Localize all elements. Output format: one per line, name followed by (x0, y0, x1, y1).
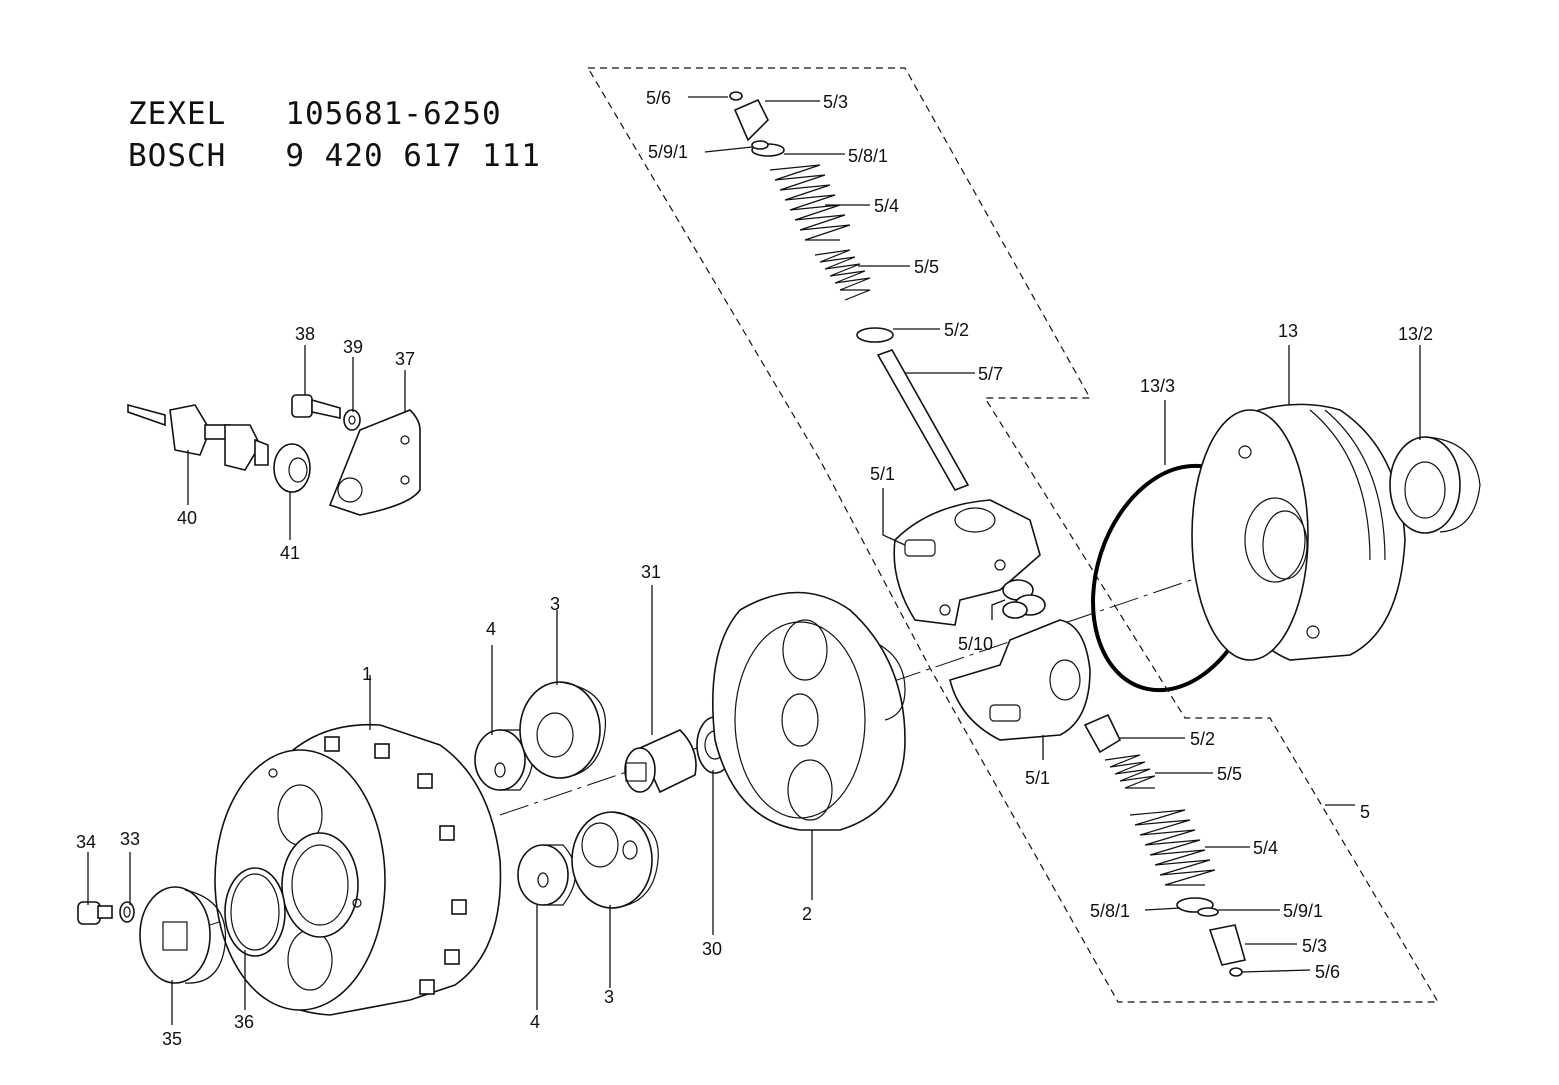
label-35: 35 (162, 1029, 182, 1049)
label-36: 36 (234, 1012, 254, 1032)
callout-labels: 1 2 3 3 4 4 5 5/1 5/1 5/2 5/2 5/3 5/3 5/… (76, 88, 1433, 1049)
fitting-part-40 (127, 403, 269, 471)
label-5-4-lower: 5/4 (1253, 838, 1278, 858)
label-40: 40 (177, 508, 197, 528)
o-ring-part-36 (224, 867, 286, 957)
leader-lines (87, 96, 1421, 1025)
label-5-5-upper: 5/5 (914, 257, 939, 277)
assembly-5-boundary (586, 67, 1440, 1003)
clip-part-5-6-upper (729, 91, 743, 101)
label-3-lower: 3 (604, 987, 614, 1007)
label-5-8-1-lower: 5/8/1 (1090, 901, 1130, 921)
valve-stack-lower (1083, 713, 1247, 977)
label-34: 34 (76, 832, 96, 852)
pump-half-part-5-1-lower (949, 619, 1091, 741)
label-41: 41 (280, 543, 300, 563)
label-31: 31 (641, 562, 661, 582)
label-3-upper: 3 (550, 594, 560, 614)
zexel-part-number-line: ZEXEL 105681-6250 (128, 96, 502, 132)
label-5-2-upper: 5/2 (944, 320, 969, 340)
label-4-lower: 4 (530, 1012, 540, 1032)
label-5-1-upper: 5/1 (870, 464, 895, 484)
label-13-2: 13/2 (1398, 324, 1433, 344)
shim-part-5-9-1-lower (1197, 907, 1219, 917)
label-5-3-upper: 5/3 (823, 92, 848, 112)
retainer-part-5-2-upper (856, 327, 894, 343)
label-5: 5 (1360, 802, 1370, 822)
zexel-number: 105681-6250 (285, 96, 502, 132)
label-5-9-1-upper: 5/9/1 (648, 142, 688, 162)
label-5-10: 5/10 (958, 634, 993, 654)
washer-part-39 (343, 409, 361, 431)
sleeve-part-31 (624, 729, 697, 794)
cap-part-35 (139, 886, 227, 984)
cam-ring-part-2 (712, 591, 906, 831)
label-5-4-upper: 5/4 (874, 196, 899, 216)
pump-half-part-5-1-upper (893, 499, 1041, 626)
clip-part-5-6-lower (1229, 967, 1243, 977)
rod-part-5-7 (876, 349, 970, 491)
label-39: 39 (343, 337, 363, 357)
label-37: 37 (395, 349, 415, 369)
label-13-3: 13/3 (1140, 376, 1175, 396)
label-5-6-lower: 5/6 (1315, 962, 1340, 982)
seat-part-5-3-upper (733, 98, 769, 142)
roller-part-4-lower (517, 844, 576, 906)
label-5-7: 5/7 (978, 364, 1003, 384)
label-5-1-lower: 5/1 (1025, 768, 1050, 788)
label-2: 2 (802, 904, 812, 924)
washer-part-33 (119, 901, 135, 923)
bosch-number: 9 420 617 111 (285, 138, 541, 174)
label-5-6-upper: 5/6 (646, 88, 671, 108)
zexel-label: ZEXEL (128, 96, 227, 132)
label-38: 38 (295, 324, 315, 344)
valve-stack-upper (729, 91, 970, 491)
label-5-8-1-upper: 5/8/1 (848, 146, 888, 166)
bolt-part-38 (291, 394, 341, 419)
valve-part-5-10 (1002, 579, 1046, 619)
ring-part-41 (273, 443, 311, 493)
spring-part-5-4-lower (1129, 809, 1216, 886)
label-1: 1 (362, 664, 372, 684)
spring-part-5-5-lower (1104, 754, 1156, 789)
disc-part-3-upper (519, 681, 607, 779)
bracket-part-37 (328, 409, 421, 516)
retainer-part-5-2-lower (1083, 713, 1122, 754)
label-30: 30 (702, 939, 722, 959)
label-5-3-lower: 5/3 (1302, 936, 1327, 956)
spring-part-5-5-upper (814, 249, 871, 301)
end-cover-part-13 (1191, 403, 1406, 661)
label-5-5-lower: 5/5 (1217, 764, 1242, 784)
seat-part-5-3-lower (1208, 924, 1247, 966)
label-33: 33 (120, 829, 140, 849)
bearing-part-13-2 (1389, 436, 1481, 534)
label-5-9-1-lower: 5/9/1 (1283, 901, 1323, 921)
label-5-2-lower: 5/2 (1190, 729, 1215, 749)
label-13: 13 (1278, 321, 1298, 341)
bosch-label: BOSCH (128, 138, 227, 174)
disc-part-3-lower (571, 811, 659, 909)
screw-part-34 (77, 901, 113, 925)
shim-part-5-9-1-upper (751, 140, 769, 150)
spring-part-5-4-upper (769, 164, 851, 241)
label-4-upper: 4 (486, 619, 496, 639)
bosch-part-number-line: BOSCH 9 420 617 111 (128, 138, 541, 174)
